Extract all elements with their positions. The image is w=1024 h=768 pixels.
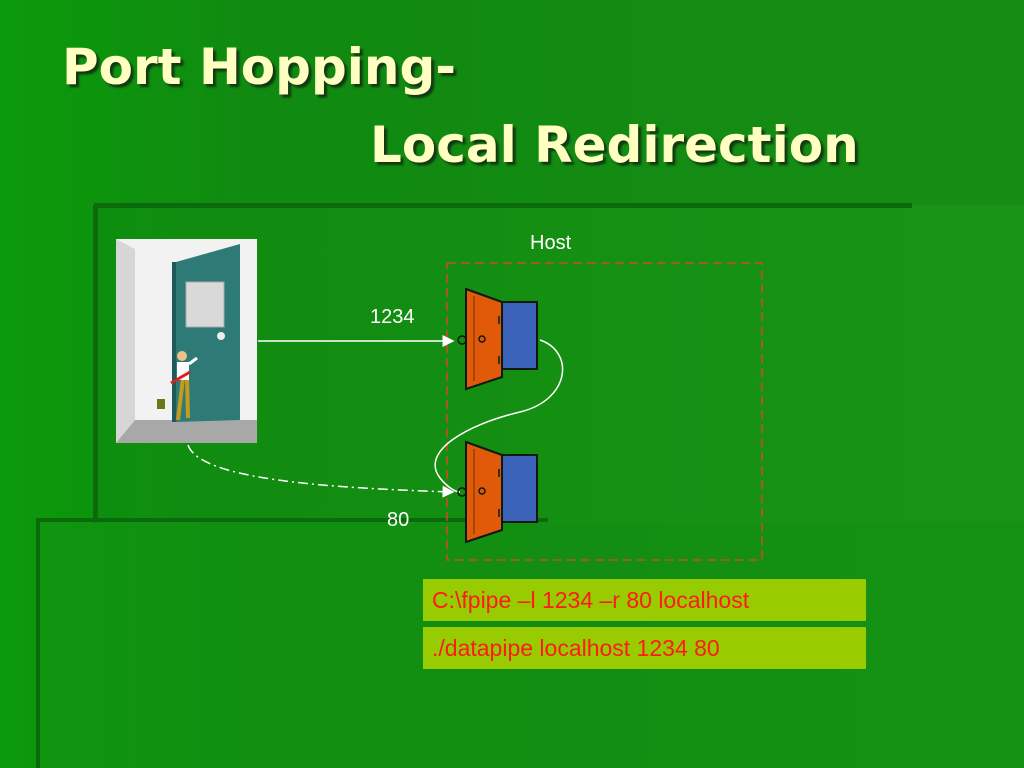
slide-title-line-2: Local Redirection [370, 116, 859, 174]
port-80-door-icon [457, 440, 538, 544]
person-at-door-illustration [116, 239, 257, 443]
host-boundary [446, 262, 763, 561]
fpipe-command-box: C:\fpipe –l 1234 –r 80 localhost [423, 579, 866, 621]
host-label: Host [530, 232, 572, 254]
datapipe-command-box: ./datapipe localhost 1234 80 [423, 627, 866, 669]
port-80-label: 80 [387, 509, 410, 531]
direct-connection-to-port-80 [187, 444, 455, 498]
redirect-connector [434, 339, 564, 493]
port-1234-label: 1234 [370, 306, 415, 328]
slide-title-line-1: Port Hopping- [62, 38, 457, 96]
port-1234-door-icon [457, 287, 538, 391]
